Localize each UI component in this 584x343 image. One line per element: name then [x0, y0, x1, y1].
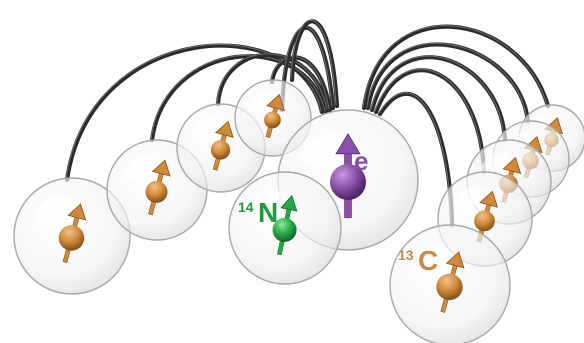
coupling-arc-highlight: [216, 53, 328, 110]
carbon-nucleus-ball: [436, 273, 463, 301]
electron-spin: [330, 133, 366, 219]
carbon-nucleus-ball: [474, 210, 495, 232]
carbon-spin: [58, 203, 87, 263]
carbon-symbol: C: [418, 245, 438, 276]
carbon-spin: [210, 120, 234, 171]
hyperfine-couplings: [64, 19, 551, 229]
coupling-arc-highlight: [374, 68, 484, 172]
nitrogen-nucleus-ball: [272, 217, 297, 242]
coupling-arc: [373, 68, 487, 175]
nitrogen-symbol: N: [258, 197, 278, 228]
electron-label: e: [354, 146, 368, 176]
nitrogen-label: 14 N: [238, 197, 278, 228]
nitrogen-mass-number: 14: [238, 199, 254, 215]
coupling-arc-highlight: [366, 42, 528, 122]
electron-nucleus-ball: [330, 164, 366, 200]
carbon-spin: [474, 190, 499, 243]
carbon-spin: [436, 251, 465, 313]
coupling-arc: [289, 19, 340, 109]
carbon-nucleus-ball: [264, 111, 281, 129]
carbon-spin-bubble: [13, 177, 131, 295]
spin-bubbles: [13, 79, 584, 343]
coupling-arc-highlight: [370, 55, 505, 140]
coupling-arc-highlight: [270, 55, 330, 110]
carbon-nucleus-ball: [145, 180, 168, 203]
carbon-nucleus-ball: [210, 140, 231, 160]
nitrogen-spin: [272, 194, 298, 256]
carbon-spin-bubble: [389, 224, 511, 343]
coupling-arc-highlight: [378, 92, 452, 226]
coupling-arc-highlight: [150, 54, 326, 140]
nitrogen-spin-bubble: [228, 171, 342, 285]
coupling-arc-highlight: [290, 19, 337, 106]
carbon-spin: [264, 93, 285, 139]
carbon-mass-number: 13: [398, 247, 414, 263]
carbon-spin: [145, 159, 171, 216]
coupling-arc-highlight: [362, 25, 548, 108]
carbon-nucleus-ball: [58, 225, 85, 251]
carbon-label: 13 C: [398, 245, 438, 276]
